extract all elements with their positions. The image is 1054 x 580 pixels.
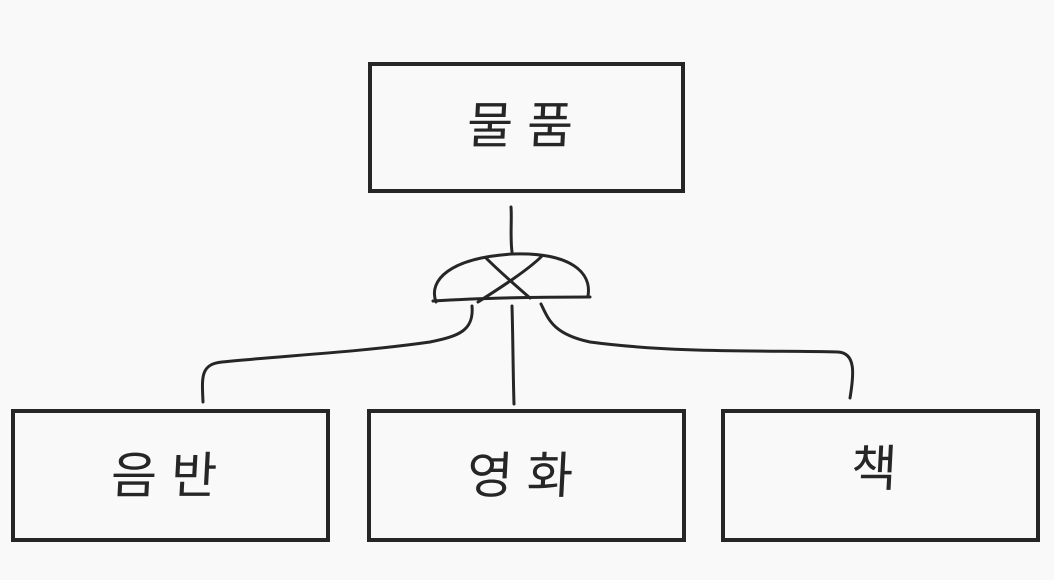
entity-box-child: 영화 (367, 409, 686, 542)
entity-label-child: 음반 (108, 446, 233, 505)
cross-stroke-2 (476, 254, 544, 304)
parent-stem-line (509, 205, 514, 254)
entity-label-child: 영화 (464, 446, 589, 505)
entity-box-child: 음반 (11, 409, 330, 542)
connector-base-line (431, 295, 592, 303)
cross-stroke-1 (484, 256, 532, 300)
branch-line-middle (510, 304, 516, 406)
entity-box-child: 책 (721, 409, 1040, 542)
connector-dome (433, 252, 590, 304)
branch-line-left (200, 304, 474, 404)
entity-label-child: 책 (848, 439, 913, 498)
entity-box-parent: 물품 (368, 62, 685, 193)
entity-label-parent: 물품 (464, 96, 589, 155)
branch-line-right (539, 302, 855, 400)
